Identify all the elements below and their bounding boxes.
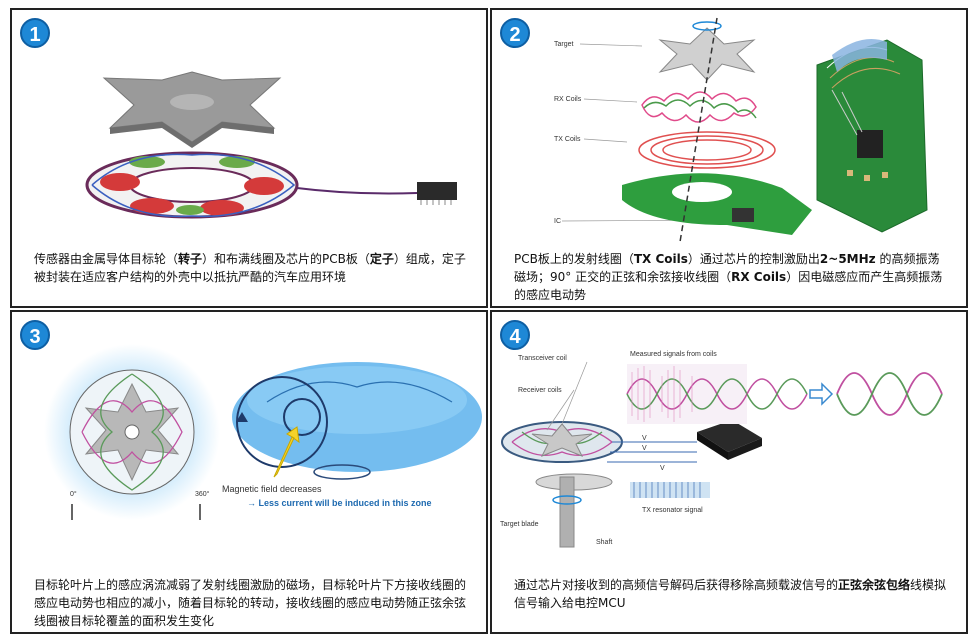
panel-3: 3 0° 360° Magnetic field decre <box>10 310 488 634</box>
label-rx-coils: RX Coils <box>554 96 582 103</box>
panel-4: 4 Transceiver coil Receiver coils Measur… <box>490 310 968 634</box>
coil-segments <box>91 153 296 218</box>
panel-4-caption: 通过芯片对接收到的高频信号解码后获得移除高频载波信号的正弦余弦包络线模拟信号输入… <box>514 578 947 610</box>
label-target: Target <box>554 41 574 48</box>
rotor-target-wheel <box>102 71 282 148</box>
label-receiver-coils: Receiver coils <box>518 387 562 394</box>
rotor-stator-illustration <box>85 71 457 219</box>
panel-2-caption: PCB板上的发射线圈（TX Coils）通过芯片的控制激励出2~5MHz 的高频… <box>514 252 943 302</box>
label-less-current: → Less current will be induced in this z… <box>247 498 432 508</box>
panel-number-badge: 4 <box>500 320 530 350</box>
target-wheel-top-view <box>81 373 183 491</box>
panel-number-badge: 2 <box>500 18 530 48</box>
decoder-chip <box>697 420 762 460</box>
panel-1-caption: 传感器由金属导体目标轮（转子）和布满线圈及芯片的PCB板（定子）组成，定子被封装… <box>34 252 466 284</box>
signal-decoding-illustration: Transceiver coil Receiver coils Measured… <box>500 351 943 548</box>
label-target-blade: Target blade <box>500 521 539 528</box>
panel-2: 2 Target RX Coils TX Coils IC <box>490 8 968 308</box>
panel-1: 1 传感器由金属导体目标轮（转子）和布满线圈及芯片的PCB板（ <box>10 8 488 308</box>
panel-number-badge: 1 <box>20 18 50 48</box>
label-360-degree: 360° <box>195 490 210 498</box>
exploded-sensor-illustration: Target RX Coils TX Coils IC <box>554 17 928 243</box>
panel-3-caption: 目标轮叶片上的感应涡流减弱了发射线圈激励的磁场，目标轮叶片下方接收线圈的感应电动… <box>34 578 467 628</box>
stator-chip <box>417 182 457 200</box>
label-transceiver-coil: Transceiver coil <box>518 355 567 362</box>
label-measured-signals: Measured signals from coils <box>630 351 717 358</box>
eddy-current-illustration: 0° 360° Magnetic field decreases → Less … <box>44 344 482 520</box>
label-vout1: V <box>642 435 647 442</box>
label-ic: IC <box>554 218 561 225</box>
pcb-photo <box>816 38 928 233</box>
label-shaft: Shaft <box>596 539 612 546</box>
label-tx-coils: TX Coils <box>554 136 581 143</box>
label-magnetic-field-decreases: Magnetic field decreases <box>222 484 322 494</box>
label-0-degree: 0° <box>70 490 77 498</box>
label-tx-resonator: TX resonator signal <box>642 507 703 514</box>
label-vout2: V <box>642 445 647 452</box>
panel-number-badge: 3 <box>20 320 50 350</box>
label-vtx: V <box>660 465 665 472</box>
